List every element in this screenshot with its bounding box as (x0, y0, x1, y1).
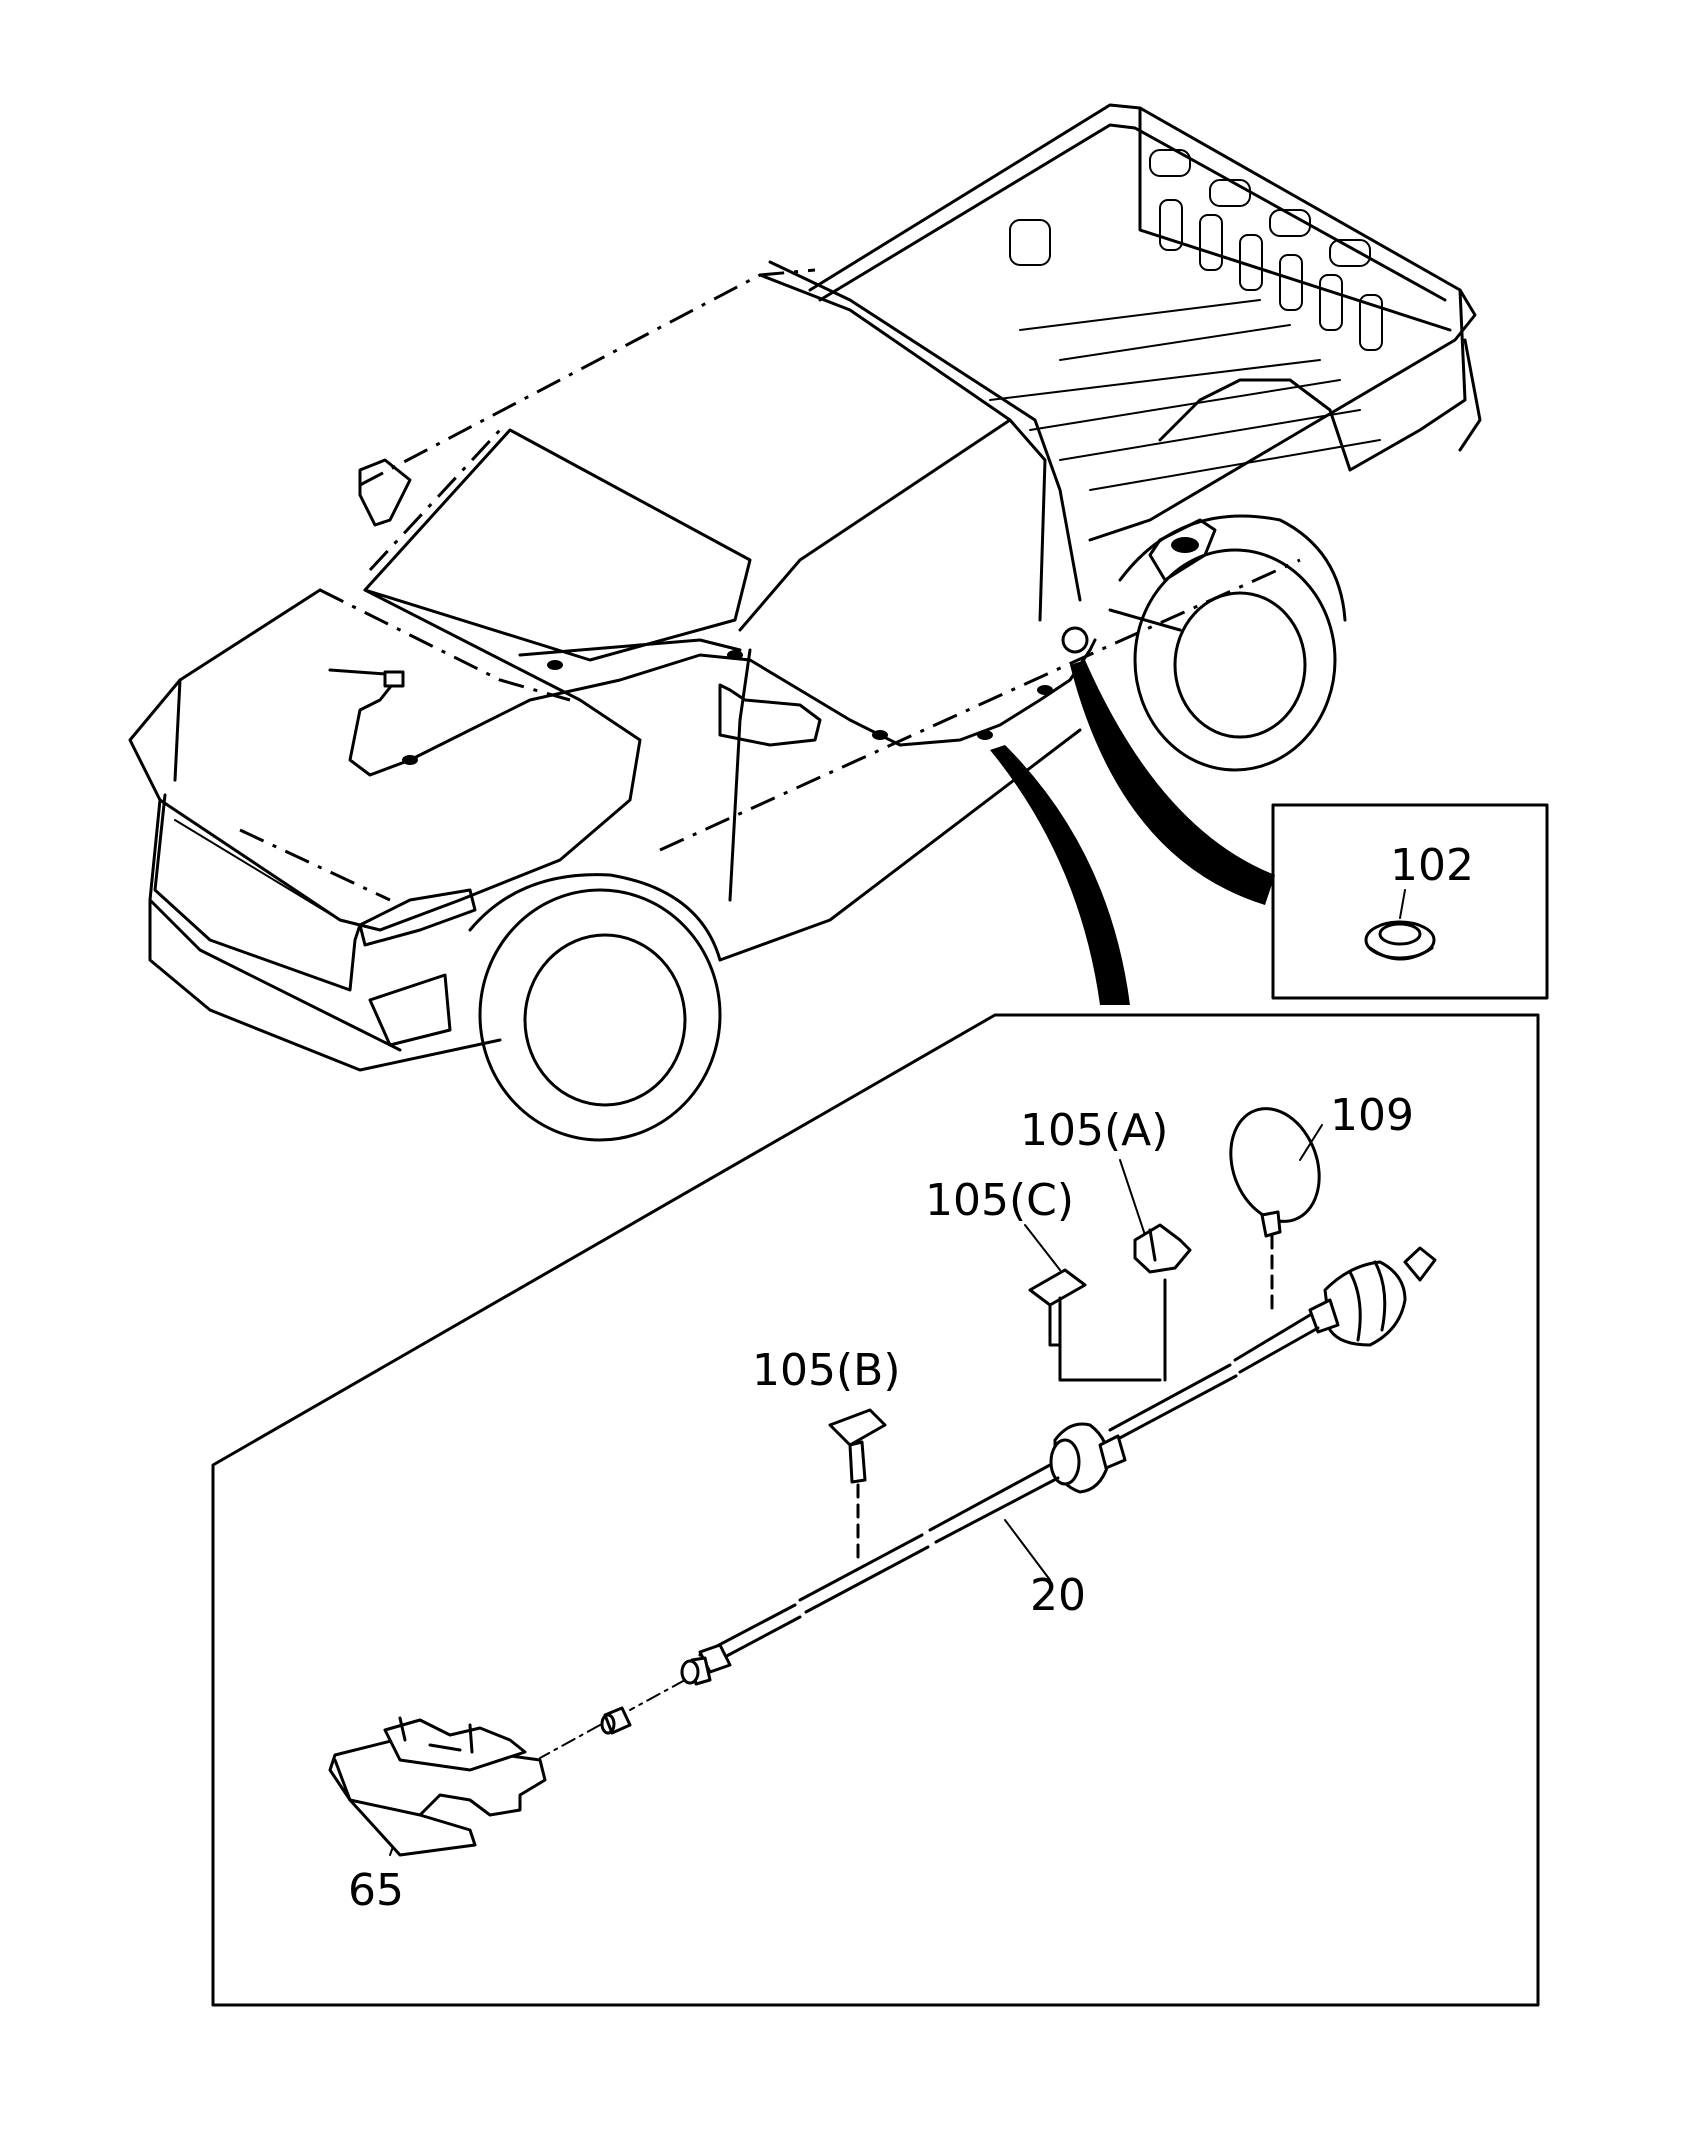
callout-20: 20 (1030, 1570, 1086, 1621)
callout-109: 109 (1330, 1090, 1414, 1141)
harness-connector (383, 670, 405, 688)
release-cable-20 (539, 1246, 1437, 1759)
callout-105b: 105(B) (752, 1345, 901, 1396)
grommet-icon (1364, 920, 1436, 961)
pickup-truck-illustration (128, 103, 1482, 1142)
clip-105c (1028, 1268, 1162, 1382)
clip-105a (1133, 1223, 1192, 1382)
release-handle-65 (328, 1716, 547, 1857)
leader-wedge-detail (990, 745, 1130, 1005)
callout-102: 102 (1390, 840, 1474, 891)
leader-wedge-102 (1070, 660, 1275, 905)
cable-clamp-109 (1229, 1107, 1321, 1312)
callout-105c: 105(C) (925, 1175, 1074, 1226)
inset-frame-102: 102 (1271, 803, 1549, 1000)
detail-frame (211, 1013, 1540, 2007)
callout-105a: 105(A) (1020, 1105, 1168, 1156)
clip-105b (828, 1408, 887, 1562)
callout-65: 65 (348, 1865, 404, 1916)
